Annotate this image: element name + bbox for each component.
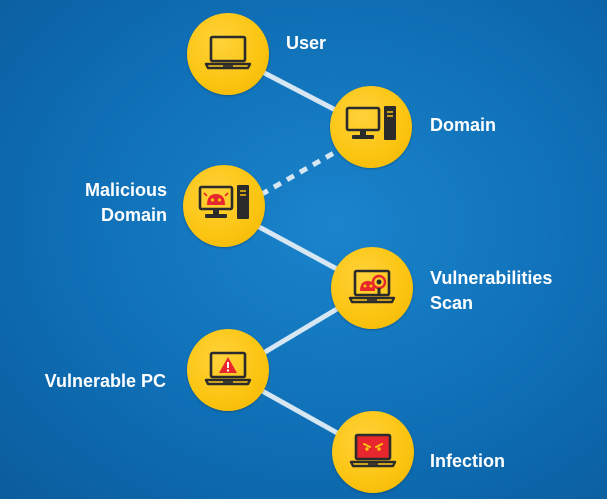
node-vulnerabilities-scan-label: Vulnerabilities Scan: [430, 266, 552, 316]
node-user: [187, 13, 269, 95]
label-line: Malicious: [84, 180, 167, 200]
node-malicious-domain-label: Malicious Domain: [85, 178, 167, 228]
desktop-computer-icon: [345, 106, 396, 140]
label-line: Domain: [100, 205, 167, 225]
bug-scan-laptop-icon: [348, 269, 396, 304]
malicious-desktop-icon: [198, 185, 249, 219]
label-line: Domain: [430, 115, 497, 135]
node-vulnerable-pc-label: Vulnerable PC: [45, 369, 166, 394]
label-line: Vulnerabilities: [430, 268, 553, 288]
node-domain-label: Domain: [430, 113, 496, 138]
label-line: Scan: [430, 293, 474, 313]
node-infection: [332, 411, 414, 493]
node-domain: [330, 86, 412, 168]
label-line: Infection: [430, 451, 505, 471]
node-user-label: User: [286, 31, 326, 56]
infected-laptop-icon: [349, 433, 397, 468]
node-vulnerabilities-scan: [331, 247, 413, 329]
warning-laptop-icon: [204, 351, 252, 386]
node-malicious-domain: [183, 165, 265, 247]
label-line: User: [286, 33, 327, 53]
label-line: Vulnerable PC: [44, 371, 166, 391]
link-domain-malicious-domain: [246, 143, 348, 205]
node-vulnerable-pc: [187, 329, 269, 411]
laptop-icon: [204, 35, 252, 70]
node-infection-label: Infection: [430, 449, 505, 474]
